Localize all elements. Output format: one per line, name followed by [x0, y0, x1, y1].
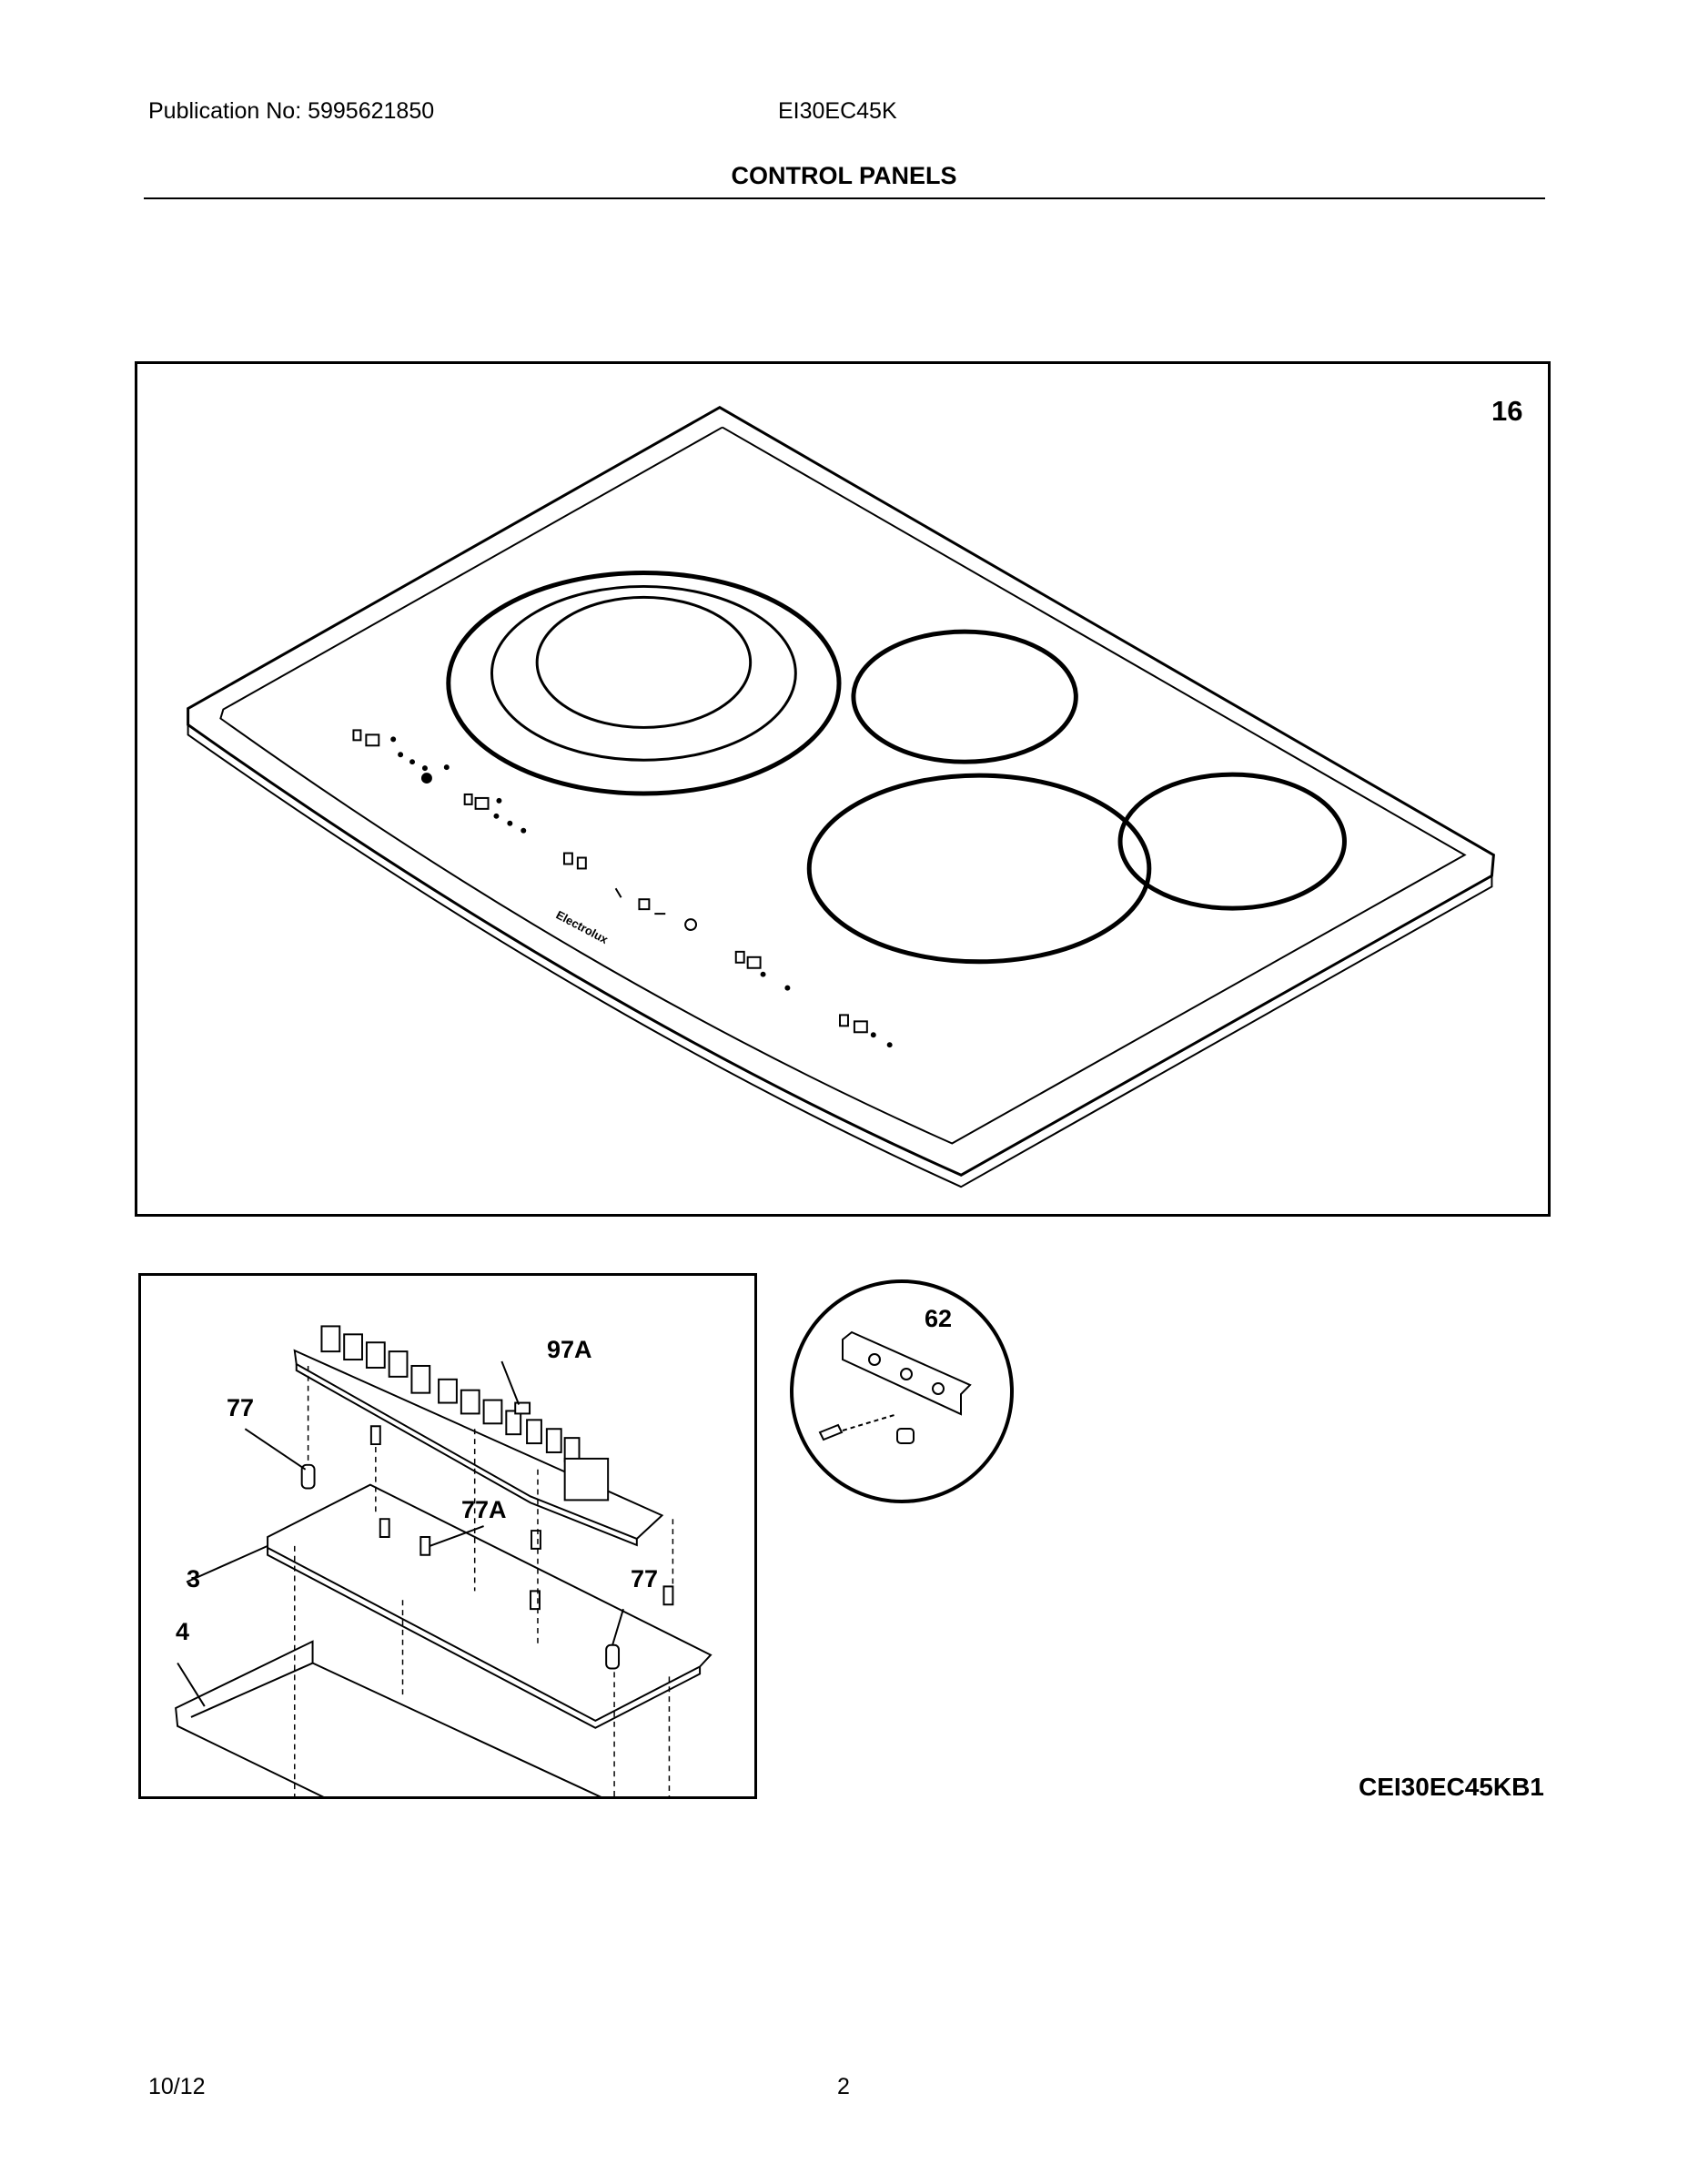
publication-number: Publication No: 5995621850	[148, 98, 435, 124]
page-number: 2	[837, 2074, 850, 2099]
control-board-diagram-panel: 97A 77 77A 3 77 4	[138, 1273, 757, 1799]
burner-rear-right	[851, 629, 1078, 764]
burner-dual-outer	[446, 571, 842, 796]
callout-clip: 77A	[461, 1496, 507, 1523]
control-board-illustration	[175, 1325, 713, 1796]
header-rule	[144, 197, 1545, 199]
callout-standoff-right: 77	[631, 1565, 659, 1592]
figure-code: CEI30EC45KB1	[1359, 1773, 1544, 1801]
burner-front-center	[806, 773, 1152, 965]
burner-dual-inner	[535, 595, 753, 729]
cooktop-diagram-panel: Electrolux 16	[135, 361, 1551, 1217]
control-markings	[352, 729, 893, 1048]
housing-tray	[175, 1640, 601, 1796]
callout-bracket: 3	[187, 1565, 201, 1592]
footer-date: 10/12	[148, 2074, 206, 2099]
section-title: CONTROL PANELS	[731, 162, 957, 189]
burner-front-right	[1117, 772, 1347, 911]
callout-standoff-left: 77	[227, 1394, 255, 1421]
detail-circle	[790, 1279, 1014, 1503]
burner-dual-middle	[490, 584, 797, 762]
cooktop-illustration: Electrolux	[187, 405, 1495, 1188]
callout-cooktop: 16	[1491, 395, 1523, 427]
callout-control-board: 97A	[547, 1336, 592, 1363]
callout-housing: 4	[176, 1618, 190, 1645]
model-number: EI30EC45K	[778, 98, 897, 124]
callout-detail: 62	[925, 1305, 953, 1332]
